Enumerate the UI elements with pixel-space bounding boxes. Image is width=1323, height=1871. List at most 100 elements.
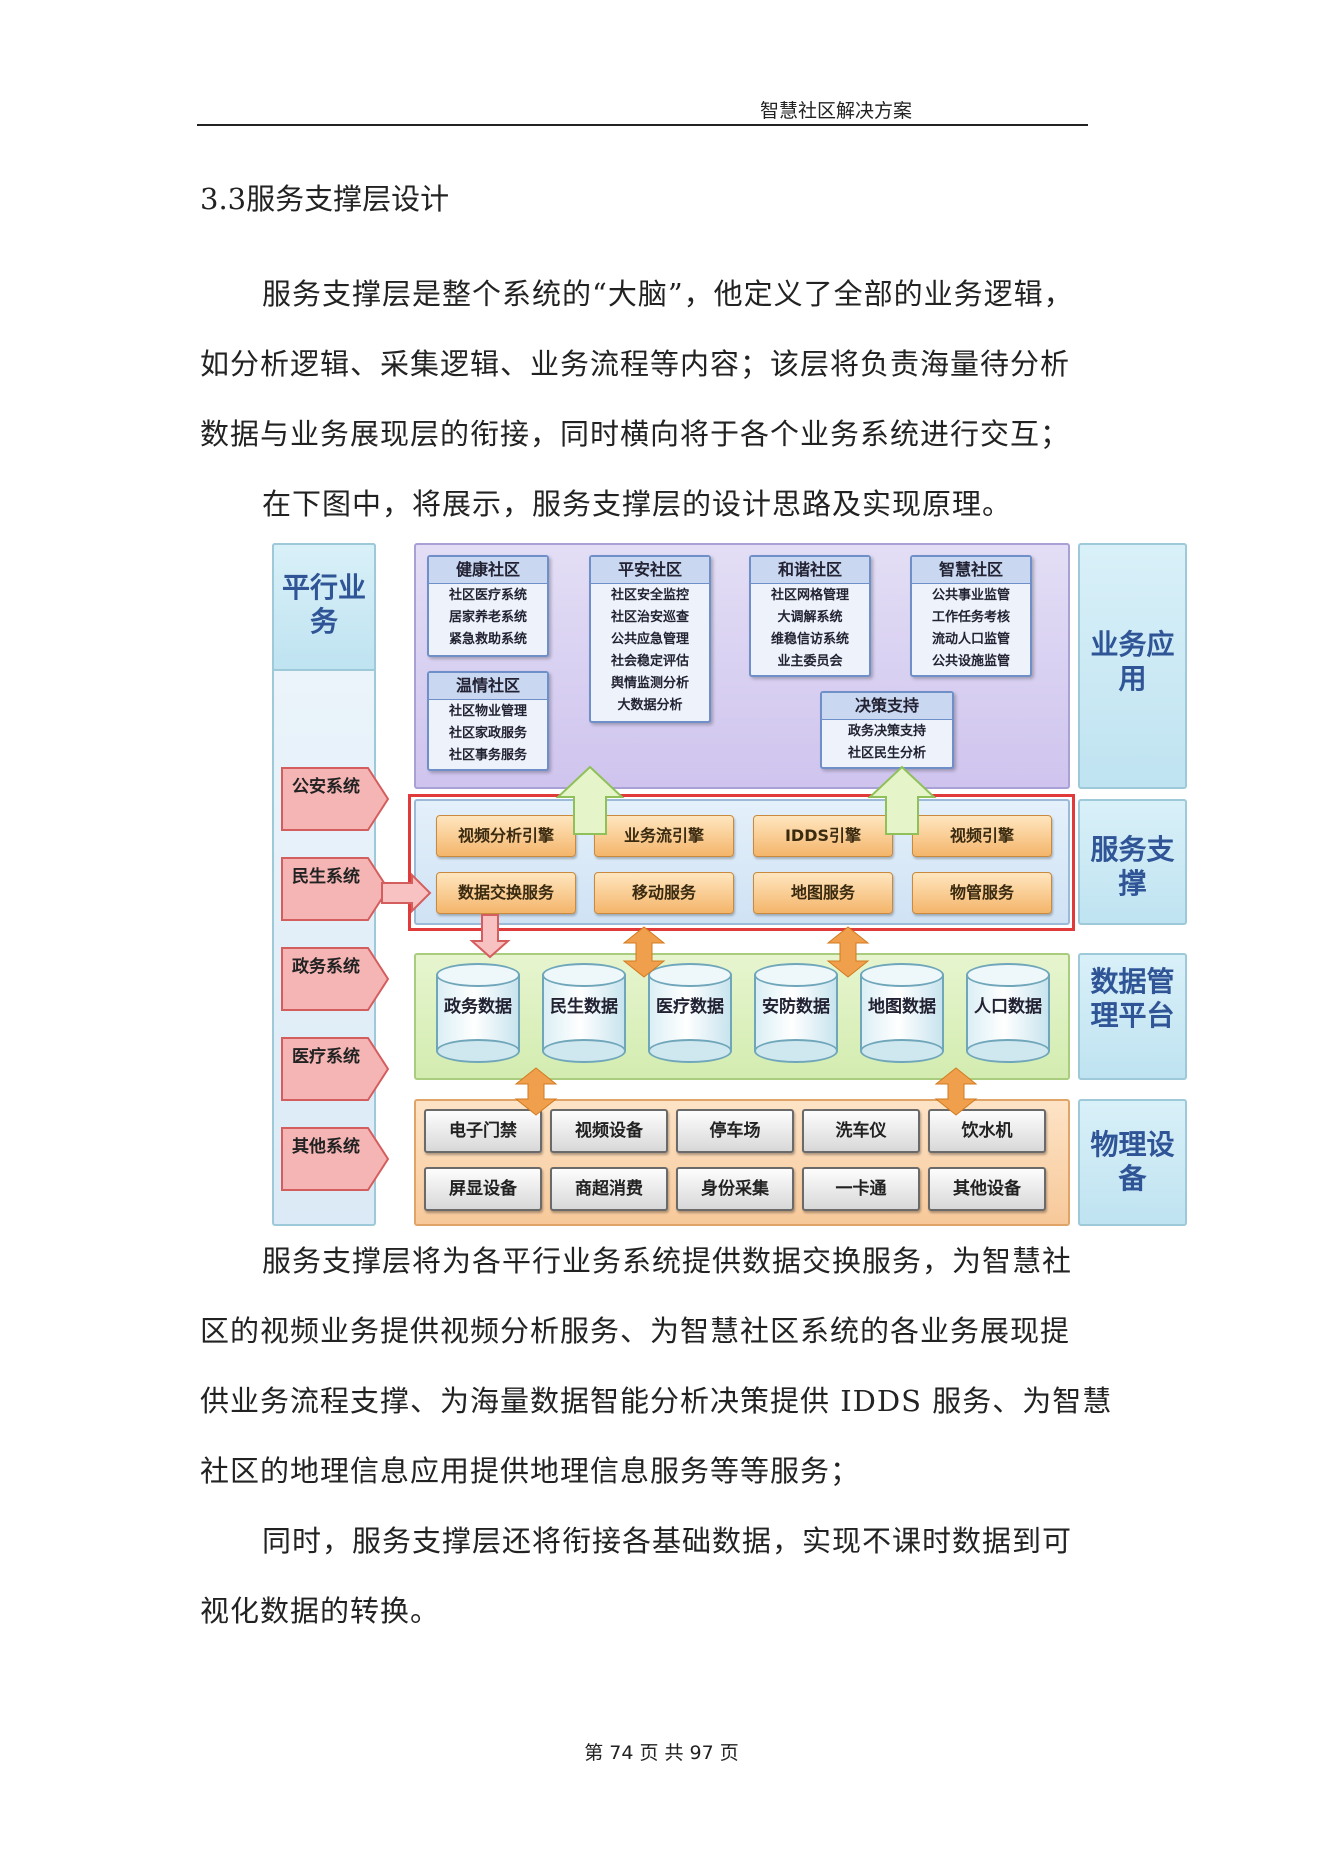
parallel-business-header bbox=[272, 543, 376, 671]
database-cylinder: 政务数据 bbox=[436, 963, 520, 1063]
card-title: 决策支持 bbox=[822, 693, 952, 720]
layer-label-box bbox=[1078, 953, 1187, 1080]
app-card-safe: 平安社区 社区安全监控 社区治安巡查 公共应急管理 社会稳定评估 舆情监测分析 … bbox=[589, 555, 711, 723]
page-footer: 第 74 页 共 97 页 bbox=[584, 1742, 739, 1764]
card-item: 公共应急管理 bbox=[610, 632, 689, 647]
device-box: 视频设备 bbox=[550, 1109, 668, 1153]
card-item: 工作任务考核 bbox=[931, 610, 1010, 625]
side-system-label: 医疗系统 bbox=[292, 1047, 360, 1067]
service-pill: IDDS引擎 bbox=[753, 815, 893, 857]
device-box: 电子门禁 bbox=[424, 1109, 542, 1153]
section-title: 3.3服务支撑层设计 bbox=[200, 182, 450, 216]
card-item: 大调解系统 bbox=[777, 610, 843, 625]
card-title: 和谐社区 bbox=[751, 557, 869, 584]
device-box: 身份采集 bbox=[676, 1167, 794, 1211]
side-system-arrow: 其他系统 bbox=[280, 1124, 400, 1194]
database-label: 人口数据 bbox=[974, 997, 1042, 1017]
app-card-harmony: 和谐社区 社区网格管理 大调解系统 维稳信访系统 业主委员会 bbox=[749, 555, 871, 677]
card-item: 社区民生分析 bbox=[847, 746, 926, 761]
database-cylinder: 安防数据 bbox=[754, 963, 838, 1063]
device-box: 商超消费 bbox=[550, 1167, 668, 1211]
device-box: 洗车仪 bbox=[802, 1109, 920, 1153]
card-item: 政务决策支持 bbox=[847, 724, 926, 739]
card-item: 舆情监测分析 bbox=[610, 676, 689, 691]
card-item: 业主委员会 bbox=[777, 654, 843, 669]
paragraph-line: 供业务流程支撑、为海量数据智能分析决策提供 IDDS 服务、为智慧 bbox=[200, 1384, 1113, 1418]
service-pill: 视频引擎 bbox=[912, 815, 1052, 857]
database-label: 地图数据 bbox=[868, 997, 936, 1017]
card-item: 社区治安巡查 bbox=[610, 610, 689, 625]
card-item: 公共设施监管 bbox=[931, 654, 1010, 669]
device-box: 饮水机 bbox=[928, 1109, 1046, 1153]
side-system-arrow: 民生系统 bbox=[280, 854, 400, 924]
database-cylinder: 地图数据 bbox=[860, 963, 944, 1063]
paragraph-line: 视化数据的转换。 bbox=[200, 1594, 441, 1628]
header-title: 智慧社区解决方案 bbox=[759, 100, 912, 122]
paragraph-line: 服务支撑层是整个系统的“大脑”，他定义了全部的业务逻辑， bbox=[262, 277, 1074, 311]
app-card-decision: 决策支持 政务决策支持 社区民生分析 bbox=[820, 691, 954, 769]
card-item: 社区家政服务 bbox=[448, 726, 527, 741]
layer-label-device: 物理设备 bbox=[1090, 1128, 1175, 1195]
device-box: 停车场 bbox=[676, 1109, 794, 1153]
side-system-arrow: 医疗系统 bbox=[280, 1034, 400, 1104]
card-item: 社区事务服务 bbox=[448, 748, 527, 763]
card-item: 居家养老系统 bbox=[448, 610, 527, 625]
card-item: 大数据分析 bbox=[617, 698, 683, 713]
paragraph-line: 同时，服务支撑层还将衔接各基础数据，实现不课时数据到可 bbox=[262, 1524, 1073, 1558]
card-title: 平安社区 bbox=[591, 557, 709, 584]
intro-text: 服务支撑层是整个系统的“大脑”，他定义了全部的业务逻辑， 如分析逻辑、采集逻辑、… bbox=[200, 259, 1125, 539]
card-item: 社区安全监控 bbox=[610, 588, 689, 603]
up-arrow-icon bbox=[555, 765, 625, 835]
down-arrow-icon bbox=[469, 914, 511, 959]
card-item: 社区物业管理 bbox=[448, 704, 527, 719]
side-system-label: 民生系统 bbox=[292, 867, 360, 887]
service-pill: 地图服务 bbox=[753, 872, 893, 914]
paragraph-line: 社区的地理信息应用提供地理信息服务等等服务； bbox=[200, 1454, 861, 1488]
layer-label-app: 业务应用 bbox=[1090, 628, 1175, 695]
layer-label-box bbox=[1078, 799, 1187, 925]
card-title: 智慧社区 bbox=[912, 557, 1030, 584]
side-system-arrow: 政务系统 bbox=[280, 944, 400, 1014]
right-arrow-icon bbox=[381, 872, 432, 914]
paragraph-line: 如分析逻辑、采集逻辑、业务流程等内容；该层将负责海量待分析 bbox=[200, 347, 1071, 381]
parallel-business-title: 平行业务 bbox=[281, 571, 366, 638]
database-cylinder: 民生数据 bbox=[542, 963, 626, 1063]
architecture-diagram: 平行业务 公安系统 民生系统 政务系统 医疗系统 其他系统 业务应用 服务支撑 … bbox=[272, 543, 1187, 1226]
card-item: 维稳信访系统 bbox=[770, 632, 849, 647]
double-arrow-icon bbox=[622, 926, 870, 978]
layer-label-service: 服务支撑 bbox=[1090, 833, 1175, 900]
app-card-smart: 智慧社区 公共事业监管 工作任务考核 流动人口监管 公共设施监管 bbox=[910, 555, 1032, 677]
double-arrow-icon bbox=[514, 1067, 978, 1116]
card-item: 社区网格管理 bbox=[770, 588, 849, 603]
service-pill: 数据交换服务 bbox=[436, 872, 576, 914]
side-system-label: 其他系统 bbox=[292, 1137, 360, 1157]
database-cylinder: 医疗数据 bbox=[648, 963, 732, 1063]
paragraph-line: 数据与业务展现层的衔接，同时横向将于各个业务系统进行交互； bbox=[200, 417, 1071, 451]
paragraph-line: 在下图中，将展示，服务支撑层的设计思路及实现原理。 bbox=[262, 487, 1013, 521]
service-pill: 业务流引擎 bbox=[594, 815, 734, 857]
service-highlight-frame bbox=[408, 794, 1075, 931]
database-label: 民生数据 bbox=[550, 997, 618, 1017]
page-header: 智慧社区解决方案 bbox=[197, 94, 1088, 126]
paragraph-line: 区的视频业务提供视频分析服务、为智慧社区系统的各业务展现提 bbox=[200, 1314, 1071, 1348]
side-system-label: 政务系统 bbox=[292, 957, 360, 977]
layer-label-data: 数据管理平台 bbox=[1090, 965, 1175, 1032]
database-label: 医疗数据 bbox=[656, 997, 724, 1017]
body-text: 服务支撑层将为各平行业务系统提供数据交换服务，为智慧社 区的视频业务提供视频分析… bbox=[200, 1226, 1125, 1646]
layer-label-box bbox=[1078, 1099, 1187, 1226]
card-item: 紧急救助系统 bbox=[448, 632, 527, 647]
layer-label-box bbox=[1078, 543, 1187, 789]
device-box: 一卡通 bbox=[802, 1167, 920, 1211]
card-item: 流动人口监管 bbox=[931, 632, 1010, 647]
side-system-label: 公安系统 bbox=[292, 777, 360, 797]
diagram-arrows bbox=[381, 765, 978, 1116]
card-title: 健康社区 bbox=[429, 557, 547, 584]
card-title: 温情社区 bbox=[429, 673, 547, 700]
card-item: 社区医疗系统 bbox=[448, 588, 527, 603]
card-item: 社会稳定评估 bbox=[610, 654, 689, 669]
service-pill: 视频分析引擎 bbox=[436, 815, 576, 857]
up-arrow-icon bbox=[867, 765, 937, 835]
data-layer-panel bbox=[414, 953, 1070, 1080]
app-card-health: 健康社区 社区医疗系统 居家养老系统 紧急救助系统 bbox=[427, 555, 549, 657]
database-label: 政务数据 bbox=[444, 997, 512, 1017]
